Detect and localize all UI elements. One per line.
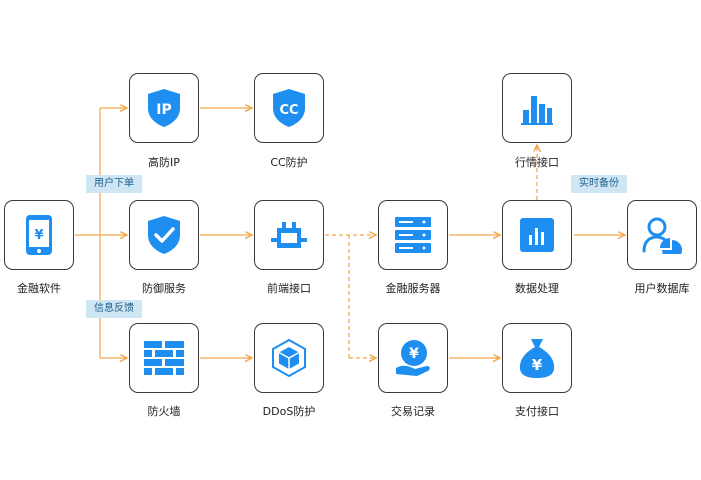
- node-market-interface[interactable]: [502, 73, 572, 143]
- label-financial-server: 金融服务器: [385, 282, 441, 295]
- label-cc-protection: CC防护: [270, 156, 308, 169]
- node-transaction-record[interactable]: ¥: [378, 323, 448, 393]
- node-firewall[interactable]: [129, 323, 199, 393]
- shield-check-icon: [148, 216, 180, 254]
- label-financial-app: 金融软件: [17, 282, 61, 295]
- tag-info-feedback: 信息反馈: [86, 300, 142, 318]
- shield-cc-icon: CC: [273, 89, 305, 127]
- label-ddos-protection: DDoS防护: [262, 405, 316, 418]
- node-ddos-protection[interactable]: [254, 323, 324, 393]
- label-user-database: 用户数据库: [634, 282, 690, 295]
- label-firewall: 防火墙: [147, 405, 181, 418]
- yen-symbol: ¥: [34, 228, 43, 243]
- yen-symbol: ¥: [532, 356, 543, 374]
- shield-ip-icon: IP: [148, 89, 180, 127]
- label-transaction-record: 交易记录: [391, 405, 435, 418]
- brick-wall-icon: [144, 341, 184, 375]
- node-cc-protection[interactable]: CC: [254, 73, 324, 143]
- node-frontend-interface[interactable]: [254, 200, 324, 270]
- label-market-interface: 行情接口: [515, 156, 559, 169]
- node-user-database[interactable]: [627, 200, 697, 270]
- bar-chart-icon: [521, 96, 553, 125]
- label-frontend-interface: 前端接口: [267, 282, 311, 295]
- tag-realtime-backup: 实时备份: [571, 175, 627, 193]
- cube-shield-icon: [272, 338, 306, 378]
- interface-port-icon: [271, 222, 307, 248]
- svg-text:IP: IP: [156, 102, 171, 118]
- label-data-processing: 数据处理: [515, 282, 559, 295]
- money-bag-icon: ¥: [519, 339, 555, 378]
- user-chart-icon: [642, 217, 682, 254]
- node-payment-interface[interactable]: ¥: [502, 323, 572, 393]
- node-financial-server[interactable]: [378, 200, 448, 270]
- label-high-defense-ip: 高防IP: [148, 156, 180, 169]
- label-defense-service: 防御服务: [142, 282, 186, 295]
- mobile-phone-icon: ¥: [26, 215, 52, 255]
- node-data-processing[interactable]: [502, 200, 572, 270]
- yen-symbol: ¥: [409, 346, 419, 362]
- monitor-chart-icon: [520, 218, 554, 252]
- server-rack-icon: [395, 217, 431, 253]
- node-defense-service[interactable]: [129, 200, 199, 270]
- svg-text:CC: CC: [279, 103, 298, 118]
- node-high-defense-ip[interactable]: IP: [129, 73, 199, 143]
- label-payment-interface: 支付接口: [515, 405, 559, 418]
- tag-user-order: 用户下单: [86, 175, 142, 193]
- node-financial-app[interactable]: ¥: [4, 200, 74, 270]
- coin-hand-icon: ¥: [396, 340, 430, 376]
